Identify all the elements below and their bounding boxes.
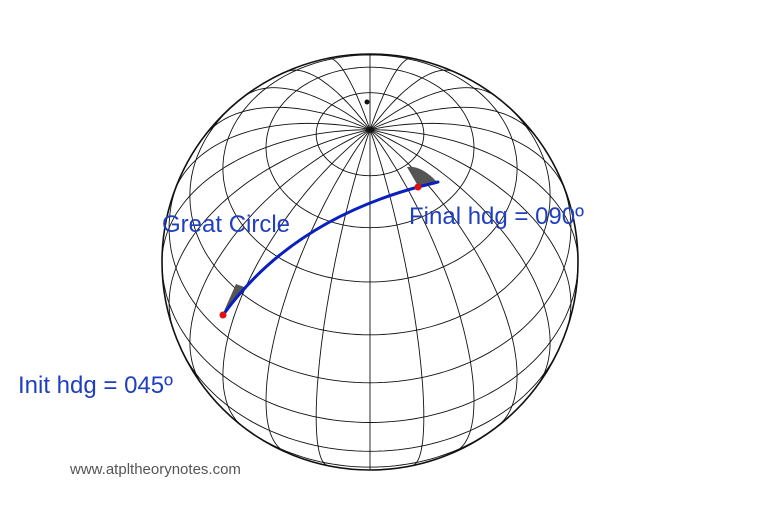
parallel-line (265, 66, 475, 229)
meridian-line (189, 129, 371, 387)
meridian-line (369, 57, 412, 130)
meridian-line (369, 106, 535, 136)
initial-heading-label: Init hdg = 045º (18, 372, 173, 399)
great-circle-route (221, 180, 440, 317)
globe-outline (161, 53, 579, 471)
parallel-line (315, 92, 425, 177)
meridian-line (174, 122, 371, 190)
great-circle-label: Great Circle (162, 211, 291, 238)
website-label: www.atpltheorynotes.com (70, 461, 241, 478)
parallel-line (168, 179, 572, 384)
meridian-line (265, 129, 371, 452)
departure-point (219, 311, 227, 319)
meridian-line (369, 129, 475, 452)
parallel-line (162, 261, 578, 423)
parallel-line (244, 427, 496, 468)
meridian-line (168, 129, 371, 331)
destination-point (414, 183, 422, 191)
meridian-line (315, 129, 371, 467)
final-heading-wedge (407, 166, 437, 186)
graticule (162, 54, 578, 470)
final-heading-label: Final hdg = 090º (409, 203, 584, 230)
meridian-line (245, 87, 371, 131)
parallel-line (189, 98, 551, 336)
meridian-line (369, 129, 551, 387)
meridian-line (328, 57, 371, 130)
north-pole (364, 99, 370, 105)
parallel-line (180, 349, 560, 452)
meridian-line (369, 122, 566, 190)
parallel-line (222, 54, 518, 283)
meridian-line (369, 87, 495, 131)
meridian-line (369, 129, 572, 331)
meridian-line (205, 106, 371, 136)
